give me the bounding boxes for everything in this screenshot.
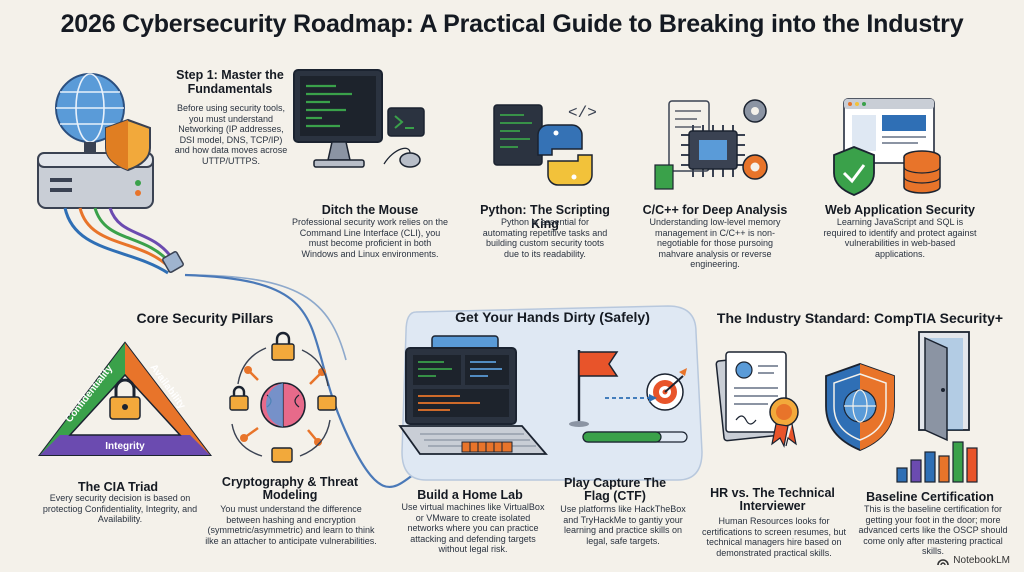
web-database-shield-icon	[833, 98, 941, 196]
core-pillars-section-title: Core Security Pillars	[136, 310, 274, 326]
industry-section-title: The Industry Standard: CompTIA Security+	[716, 310, 1004, 326]
cia-body: Every security decision is based on prot…	[42, 493, 198, 525]
step1-body: Before using security tools, you must un…	[174, 103, 288, 166]
baseline-heading: Baseline Certification	[866, 490, 994, 504]
ctf-body: Use platforms like HackTheBox and TryHac…	[560, 504, 686, 546]
home-lab-laptop-icon	[398, 335, 548, 455]
web-security-heading: Web Application Security	[824, 203, 976, 217]
cpp-heading: C/C++ for Deep Analysis	[642, 203, 788, 217]
notebooklm-logo-icon	[937, 558, 950, 565]
baseline-body: This is the baseline certification for g…	[858, 504, 1008, 557]
home-lab-heading: Build a Home Lab	[417, 488, 523, 502]
crypto-heading: Cryptography & Threat Modeling	[221, 475, 359, 502]
ditch-mouse-heading: Ditch the Mouse	[321, 203, 419, 217]
open-door-bar-chart-icon	[896, 331, 978, 483]
cia-triangle-icon: Confidentiality Availability Integrity	[37, 341, 213, 456]
hr-body: Human Resources looks for certifications…	[701, 516, 847, 558]
security-plus-shield-icon	[825, 363, 895, 451]
python-logo-icon: </>	[493, 104, 597, 186]
watermark: NotebookLM	[937, 555, 1010, 566]
cia-label-integrity: Integrity	[105, 441, 145, 452]
web-security-body: Learning JavaScript and SQL is required …	[823, 217, 977, 259]
globe-server-shield-icon	[37, 73, 184, 275]
hr-heading: HR vs. The Technical Interviewer	[710, 486, 835, 513]
crypto-brain-locks-icon	[229, 331, 337, 463]
watermark-text: NotebookLM	[953, 555, 1010, 566]
python-body: Python is essential for automating repet…	[482, 217, 608, 259]
cia-heading: The CIA Triad	[77, 480, 159, 494]
svg-text:</>: </>	[568, 104, 597, 122]
cpu-chip-icon	[654, 99, 768, 190]
ditch-mouse-body: Professional security work relies on the…	[291, 217, 449, 259]
terminal-monitor-icon	[293, 69, 425, 168]
hands-dirty-section-title: Get Your Hands Dirty (Safely)	[455, 309, 650, 325]
resume-certificate-icon	[715, 351, 799, 448]
ctf-flag-target-icon	[569, 350, 688, 443]
python-heading: Python: The Scripting King	[480, 203, 610, 231]
home-lab-body: Use virtual machines like VirtualBox or …	[401, 502, 545, 555]
page-title: 2026 Cybersecurity Roadmap: A Practical …	[60, 10, 964, 38]
ctf-heading: Play Capture The Flag (CTF)	[563, 476, 667, 503]
cpp-body: Understanding low-level memory managemen…	[649, 217, 781, 270]
step1-heading: Step 1: Master the Fundamentals	[176, 68, 284, 96]
crypto-body: You must understand the difference betwe…	[205, 504, 377, 546]
